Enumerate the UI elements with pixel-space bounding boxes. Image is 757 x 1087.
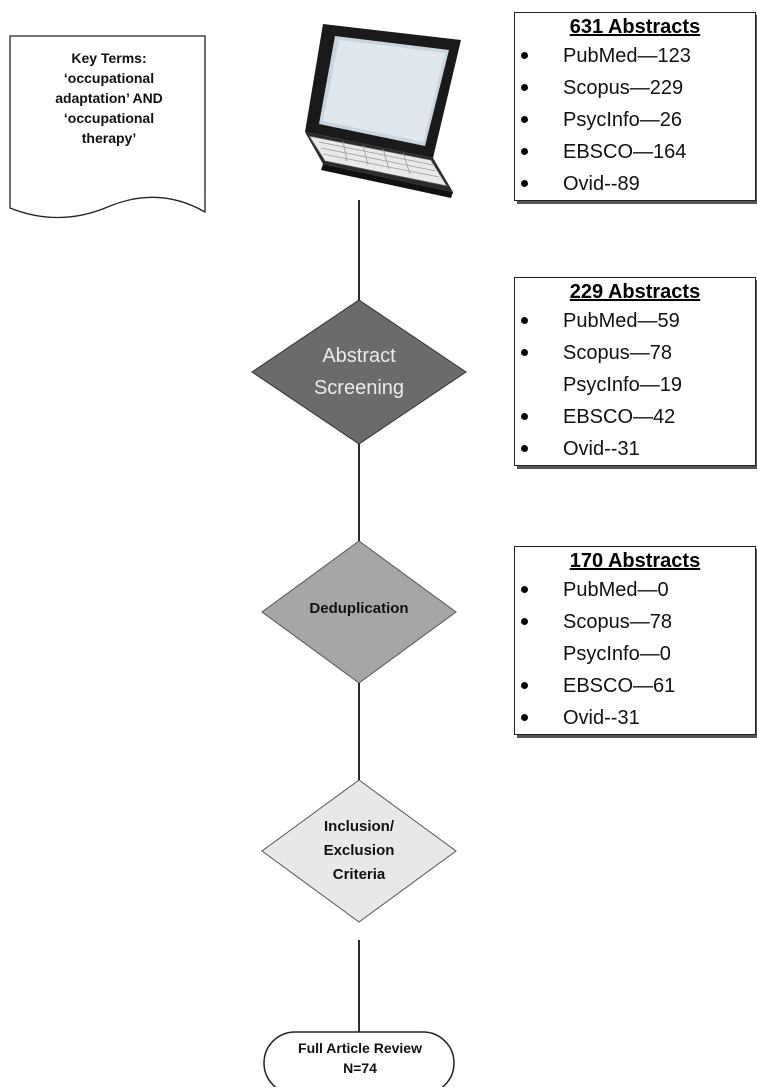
key-terms-line: therapy’: [81, 130, 137, 146]
bullet-icon: [521, 714, 528, 721]
inclusion-exclusion-label: Inclusion/ Exclusion Criteria: [262, 815, 456, 887]
box-title: 229 Abstracts: [569, 281, 701, 303]
bullet-icon: [521, 586, 528, 593]
key-terms-line: Key Terms:: [71, 50, 147, 66]
bullet-icon: [521, 116, 528, 123]
source-text: Scopus—229: [563, 77, 684, 99]
source-text: PsycInfo—19: [563, 374, 682, 396]
key-terms-text: Key Terms: ‘occupational adaptation’ AND…: [12, 48, 206, 148]
flow-connector-line: [358, 940, 360, 1040]
bullet-icon: [521, 180, 528, 187]
deduplication-label: Deduplication: [309, 600, 409, 617]
abstract-screening-line: Abstract: [322, 345, 396, 367]
bullet-icon: [521, 349, 528, 356]
bullet-icon: [521, 84, 528, 91]
source-list: PubMed—59 Scopus—78 PsycInfo—19 EBSCO—42…: [515, 305, 755, 465]
source-item: PubMed—59: [515, 305, 755, 337]
source-item: Ovid--89: [515, 168, 755, 200]
source-text: PubMed—123: [563, 45, 691, 67]
source-list: PubMed—123 Scopus—229 PsycInfo—26 EBSCO—…: [515, 40, 755, 200]
source-item: Scopus—78: [515, 337, 755, 369]
full-article-review-label: Full Article Review N=74: [266, 1038, 454, 1078]
source-text: Ovid--89: [563, 173, 640, 195]
source-item: EBSCO—42: [515, 401, 755, 433]
bullet-icon: [521, 413, 528, 420]
inclusion-line: Exclusion: [323, 842, 395, 859]
source-text: EBSCO—61: [563, 675, 676, 697]
bullet-icon: [521, 148, 528, 155]
bullet-icon: [521, 618, 528, 625]
source-item: PsycInfo—0: [515, 638, 755, 670]
source-text: Ovid--31: [563, 707, 640, 729]
source-item: EBSCO—164: [515, 136, 755, 168]
source-item: Ovid--31: [515, 433, 755, 465]
source-item: Scopus—78: [515, 606, 755, 638]
bullet-icon: [521, 317, 528, 324]
key-terms-line: ‘occupational: [63, 110, 155, 126]
abstracts-box-229: 229 Abstracts PubMed—59 Scopus—78 PsycIn…: [514, 277, 756, 466]
source-list: PubMed—0 Scopus—78 PsycInfo—0 EBSCO—61 O…: [515, 574, 755, 734]
source-item: EBSCO—61: [515, 670, 755, 702]
box-title: 170 Abstracts: [569, 550, 701, 572]
source-item: Scopus—229: [515, 72, 755, 104]
terminal-line: Full Article Review: [298, 1040, 422, 1056]
source-text: Scopus—78: [563, 342, 672, 364]
source-text: PubMed—0: [563, 579, 669, 601]
abstracts-box-170: 170 Abstracts PubMed—0 Scopus—78 PsycInf…: [514, 546, 756, 735]
abstracts-box-631: 631 Abstracts PubMed—123 Scopus—229 Psyc…: [514, 12, 756, 201]
key-terms-line: adaptation’ AND: [55, 90, 163, 106]
source-item: PubMed—123: [515, 40, 755, 72]
bullet-icon: [521, 682, 528, 689]
terminal-line: N=74: [343, 1060, 377, 1076]
box-title: 631 Abstracts: [569, 16, 701, 38]
source-text: Ovid--31: [563, 438, 640, 460]
source-text: EBSCO—42: [563, 406, 676, 428]
bullet-icon: [521, 52, 528, 59]
source-text: PsycInfo—26: [563, 109, 682, 131]
key-terms-line: ‘occupational: [63, 70, 155, 86]
source-text: EBSCO—164: [563, 141, 687, 163]
bullet-icon: [521, 445, 528, 452]
source-item: PubMed—0: [515, 574, 755, 606]
abstract-screening-line: Screening: [313, 377, 405, 399]
source-text: PubMed—59: [563, 310, 680, 332]
key-terms-document-shape: [9, 35, 206, 219]
source-item: PsycInfo—26: [515, 104, 755, 136]
laptop-icon: [305, 24, 461, 198]
inclusion-line: Inclusion/: [323, 818, 394, 835]
flow-connector-line: [358, 200, 360, 780]
source-text: PsycInfo—0: [563, 643, 671, 665]
abstract-screening-label: Abstract Screening: [250, 340, 468, 404]
inclusion-line: Criteria: [332, 866, 386, 883]
source-item: PsycInfo—19: [515, 369, 755, 401]
source-item: Ovid--31: [515, 702, 755, 734]
source-text: Scopus—78: [563, 611, 672, 633]
